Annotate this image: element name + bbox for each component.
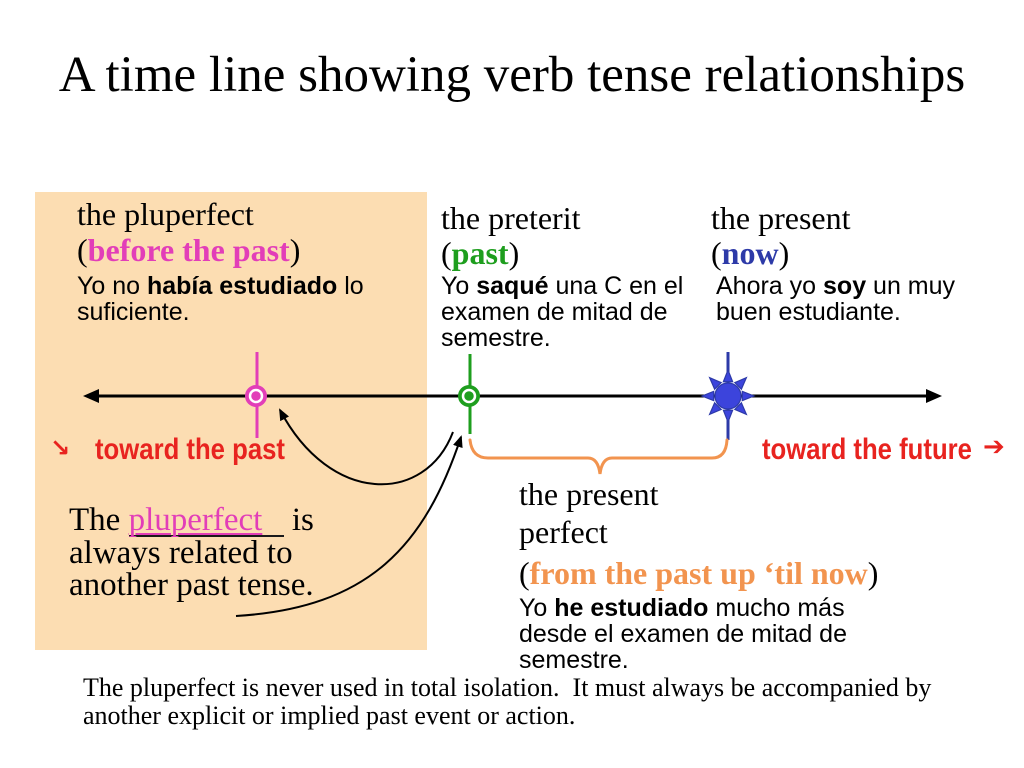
example-verb: he estudiado (554, 594, 709, 622)
example-text: lo (337, 272, 364, 300)
pluperfect-heading: the pluperfect (77, 196, 254, 232)
fill-in-blank: pluperfect (128, 502, 284, 538)
example-text: una C en el (548, 272, 684, 300)
present-heading: the present (711, 200, 851, 236)
blank-word: pluperfect (128, 502, 263, 538)
preterit-to-pluperfect-curved-arrow (279, 408, 454, 486)
example-text: Yo (519, 594, 555, 622)
example-text: Ahora yo (716, 272, 824, 300)
example-text: un muy (866, 272, 956, 300)
present-perfect-heading: perfect (519, 514, 608, 550)
preterit-point-icon (458, 385, 480, 407)
preterit-gloss-text: past (451, 235, 509, 271)
preterit-gloss: (past) (441, 237, 519, 269)
gloss-close-paren: ) (778, 235, 790, 271)
present-gloss: (now) (711, 237, 789, 269)
present-perfect-gloss-text: from the past up ‘til now (529, 555, 868, 591)
present-example-line: Ahora yo soy un muy (716, 274, 955, 299)
page-title: A time line showing verb tense relations… (58, 47, 966, 103)
example-text: mucho más (708, 594, 845, 622)
pluperfect-example-line: Yo no había estudiado lo (77, 274, 364, 299)
toward-the-future-label: toward the future (762, 433, 972, 466)
present-perfect-example-line: Yo he estudiado mucho más (519, 596, 845, 621)
present-sun-icon (700, 368, 756, 424)
example-verb: saqué (476, 272, 549, 300)
present-perfect-gloss: (from the past up ‘til now) (519, 557, 878, 589)
example-text: Yo no (77, 272, 147, 300)
gloss-open-paren: ( (519, 555, 530, 591)
pluperfect-example-line: suficiente. (77, 298, 190, 326)
present-perfect-example-line: semestre. (519, 646, 629, 674)
present-perfect-heading: the present (519, 476, 659, 512)
timeline-right-arrowhead-icon (926, 389, 942, 403)
example-text: Yo (441, 272, 477, 300)
present-example-line: buen estudiante. (716, 298, 901, 326)
footnote-line: another explicit or implied past event o… (83, 701, 576, 730)
footnote-line: The pluperfect is never used in total is… (83, 673, 932, 702)
gloss-open-paren: ( (77, 232, 88, 268)
preterit-heading: the preterit (441, 200, 581, 236)
gloss-open-paren: ( (441, 235, 452, 271)
present-gloss-text: now (721, 235, 779, 271)
pluperfect-note-line: The pluperfect is (69, 504, 314, 537)
gloss-open-paren: ( (711, 235, 722, 271)
pluperfect-panel (35, 192, 427, 650)
timeline-left-arrowhead-icon (83, 389, 99, 403)
preterit-example-line: Yo saqué una C en el (441, 274, 683, 299)
present-perfect-brace (468, 438, 729, 475)
note-text: is (283, 502, 314, 538)
preterit-example-line: semestre. (441, 324, 551, 352)
gloss-close-paren: ) (289, 232, 301, 268)
pluperfect-note-line: another past tense. (69, 567, 314, 603)
pluperfect-gloss: (before the past) (77, 234, 300, 266)
example-verb: había estudiado (146, 272, 338, 300)
future-direction-arrow-icon: ➔ (983, 432, 1005, 462)
present-perfect-example-line: desde el examen de mitad de (519, 620, 847, 648)
gloss-close-paren: ) (867, 555, 879, 591)
note-to-preterit-curved-arrow (235, 435, 463, 617)
pluperfect-gloss-text: before the past (87, 232, 290, 268)
note-text: The (69, 502, 129, 538)
preterit-example-line: examen de mitad de (441, 298, 668, 326)
pluperfect-point-icon (245, 385, 267, 407)
gloss-close-paren: ) (508, 235, 520, 271)
past-direction-arrow-icon: ↘ (50, 434, 71, 462)
pluperfect-note-line: always related to (69, 535, 293, 571)
example-verb: soy (823, 272, 867, 300)
toward-the-past-label: toward the past (95, 433, 285, 466)
